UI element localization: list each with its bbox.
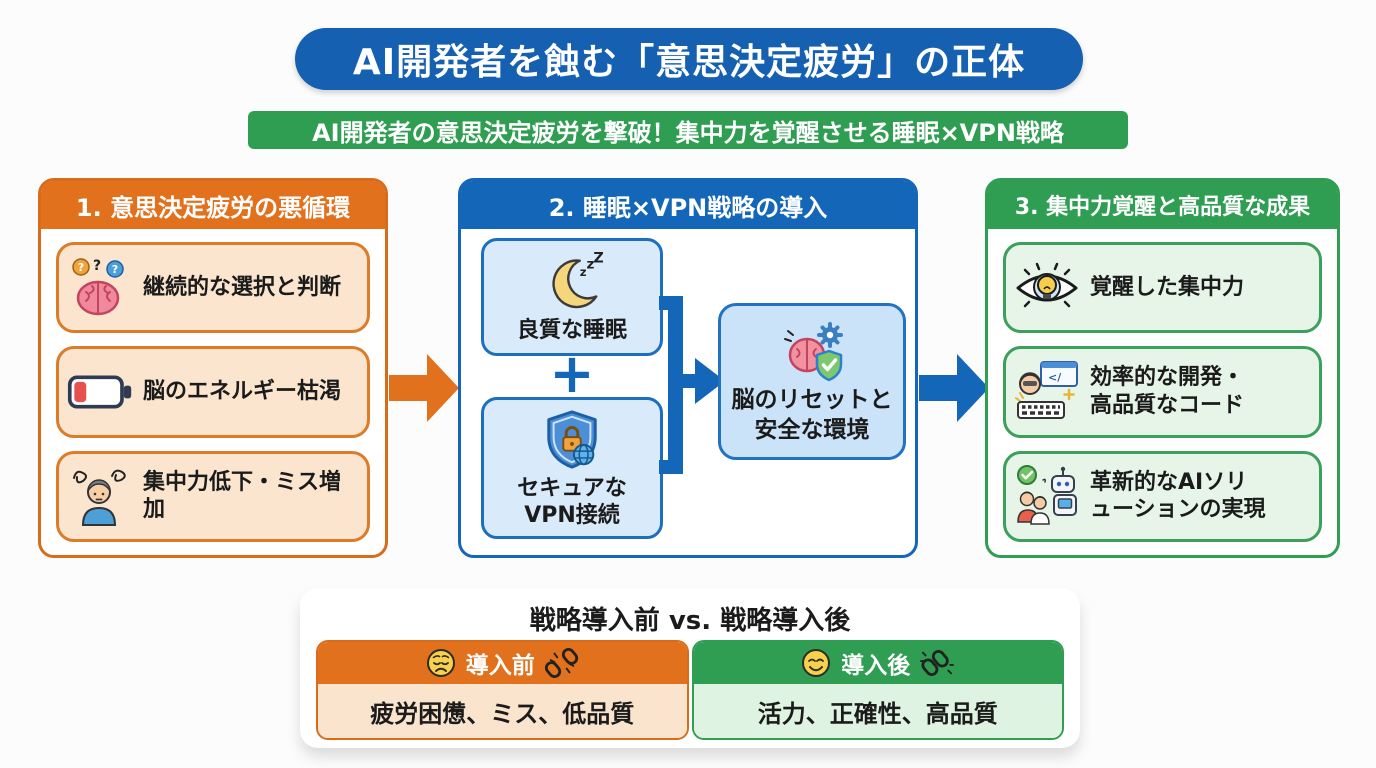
list-item-label: 革新的なAIソリ ューションの実現 [1090, 469, 1266, 523]
svg-text:?: ? [78, 261, 84, 274]
column-outcome: 3. 集中力覚醒と高品質な成果 覚醒した集中力 [985, 178, 1340, 558]
column-fatigue-cycle-title: 1. 意思決定疲労の悪循環 [41, 181, 385, 229]
vpn-box-label: セキュアな VPN接続 [517, 475, 627, 529]
battery-low-icon [67, 359, 133, 425]
comparison-title: 戦略導入前 vs. 戦略導入後 [529, 605, 851, 636]
list-item-label: 集中力低下・ミス増加 [143, 469, 342, 523]
sleep-box-label: 良質な睡眠 [516, 318, 627, 344]
comparison-before-label: 導入前 [465, 653, 535, 679]
comparison-before-value: 疲労困憊、ミス、低品質 [318, 684, 687, 738]
comparison-after: 導入後 活力、正確性、高品質 [691, 640, 1064, 740]
stressed-person-icon [67, 463, 133, 529]
sad-face-icon [426, 649, 455, 677]
developer-icon: </ [1014, 359, 1080, 425]
focus-eye-icon [1014, 255, 1080, 321]
svg-text:z: z [580, 265, 587, 279]
sleep-box: z z Z 良質な睡眠 [481, 238, 663, 356]
list-item-label: 効率的な開発・ 高品質なコード [1090, 365, 1245, 418]
column-fatigue-cycle-body: ? ? ? 継続的な選択と判断 [41, 229, 385, 555]
vpn-box: セキュアな VPN接続 [481, 397, 663, 539]
comparison-card: 戦略導入前 vs. 戦略導入後 導入前 [300, 588, 1080, 748]
list-item: 脳のエネルギー枯渇 [56, 346, 370, 438]
comparison-before: 導入前 疲労困憊、ミス、低品質 [316, 640, 689, 740]
list-item: ? ? ? 継続的な選択と判断 [56, 242, 370, 334]
svg-text:Z: Z [593, 251, 603, 267]
brain-reset-icon [779, 318, 845, 384]
page-subtitle: AI開発者の意思決定疲労を撃破！集中力を覚醒させる睡眠×VPN戦略 [248, 111, 1128, 149]
list-item: 集中力低下・ミス増加 [56, 450, 370, 542]
comparison-after-label: 導入後 [841, 653, 911, 679]
orange-flow-arrow-icon [389, 354, 459, 422]
svg-text:?: ? [93, 258, 101, 274]
list-item-label: 継続的な選択と判断 [143, 274, 342, 300]
list-item-label: 脳のエネルギー枯渇 [143, 379, 342, 405]
comparison-table: 導入前 疲労困憊、ミス、低品質 導入後 [316, 640, 1064, 740]
svg-text:z: z [587, 257, 595, 273]
brain-question-icon: ? ? ? [67, 255, 133, 321]
result-box-label: 脳のリセットと 安全な環境 [731, 386, 893, 443]
column-fatigue-cycle: 1. 意思決定疲労の悪循環 ? ? ? 継続的な選択と判断 [38, 178, 388, 558]
column-strategy: 2. 睡眠×VPN戦略の導入 z z Z 良質な睡眠 + [458, 178, 918, 558]
broken-chain-icon [544, 647, 578, 679]
svg-text:?: ? [112, 263, 118, 276]
merge-connector-arrow-icon [659, 296, 725, 474]
list-item: </ 効率的な開発・ 高品質なコード [1003, 346, 1322, 438]
column-strategy-body: z z Z 良質な睡眠 + [461, 229, 915, 555]
moon-sleep-icon: z z Z [539, 249, 605, 315]
happy-face-icon [802, 649, 831, 677]
result-box: 脳のリセットと 安全な環境 [718, 303, 906, 460]
ai-robot-icon [1014, 463, 1080, 529]
comparison-after-value: 活力、正確性、高品質 [693, 684, 1062, 738]
blue-flow-arrow-icon [919, 354, 989, 422]
list-item: 覚醒した集中力 [1003, 242, 1322, 334]
column-outcome-body: 覚醒した集中力 </ [988, 229, 1337, 555]
column-outcome-title: 3. 集中力覚醒と高品質な成果 [988, 181, 1337, 229]
svg-text:</: </ [1048, 371, 1062, 384]
list-item: 革新的なAIソリ ューションの実現 [1003, 450, 1322, 542]
comparison-after-header: 導入後 [693, 642, 1062, 684]
column-strategy-title: 2. 睡眠×VPN戦略の導入 [461, 181, 915, 229]
plus-sign: + [549, 341, 595, 405]
chain-icon [920, 649, 955, 677]
list-item-label: 覚醒した集中力 [1090, 274, 1245, 300]
page-title: AI開発者を蝕む「意思決定疲労」の正体 [295, 28, 1083, 90]
comparison-before-header: 導入前 [318, 642, 687, 684]
vpn-shield-icon [539, 407, 605, 473]
